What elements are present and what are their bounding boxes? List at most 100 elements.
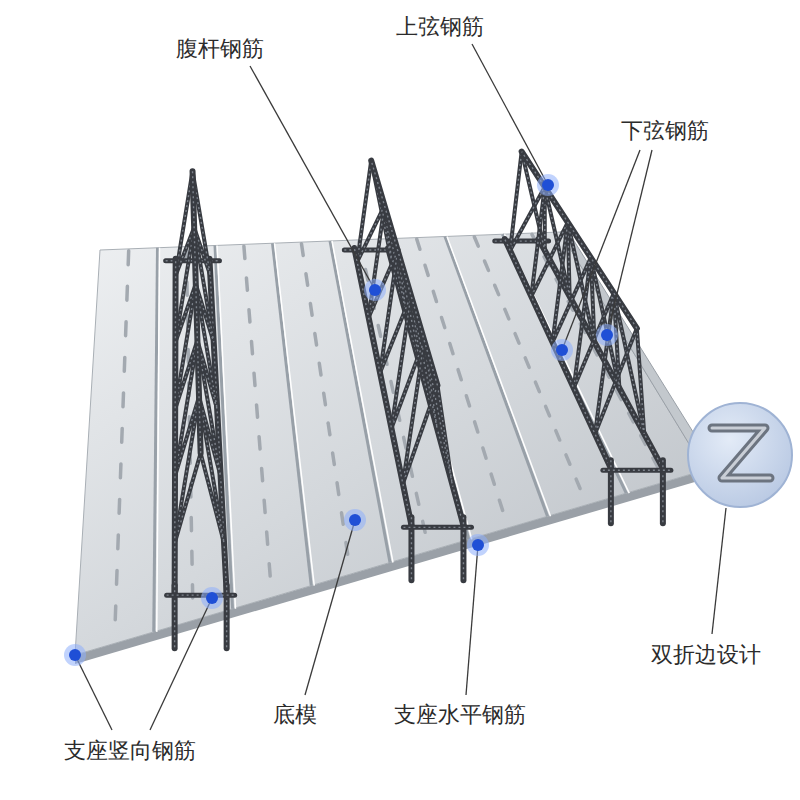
- sheet-emboss: [576, 479, 580, 488]
- sheet-emboss: [242, 246, 246, 258]
- truss: [166, 171, 235, 648]
- sheet-emboss: [328, 423, 330, 435]
- web-bar: [193, 171, 225, 543]
- callout-dot: [542, 179, 554, 191]
- sheet-emboss: [113, 606, 117, 620]
- bottom-chord-bar: [354, 248, 411, 525]
- sheet-rib-highlight: [157, 248, 160, 632]
- callout-dot-halo: [551, 339, 573, 361]
- sheet-emboss: [525, 358, 529, 367]
- truss-group: [166, 152, 671, 649]
- leader-line: [466, 545, 478, 695]
- leader-line: [305, 520, 355, 695]
- sheet-emboss: [267, 564, 271, 576]
- leader-line: [472, 44, 548, 185]
- callout-dot-halo: [537, 174, 559, 196]
- sheet-rib: [273, 243, 312, 585]
- sheet-emboss: [546, 406, 550, 415]
- sheet-emboss: [484, 261, 488, 270]
- sheet-emboss: [566, 455, 570, 464]
- sheet-emboss: [257, 437, 261, 449]
- leader-lines: [75, 44, 726, 730]
- top-chord-bar: [522, 152, 637, 329]
- sheet-emboss: [458, 370, 461, 380]
- part-label: 双折边设计: [651, 642, 761, 668]
- callout-dot: [472, 539, 484, 551]
- top-chord-bar: [371, 161, 437, 386]
- leader-line: [75, 655, 112, 730]
- sheet-rib-highlight: [275, 243, 315, 585]
- sheet-emboss: [416, 493, 418, 504]
- callout-dots: [64, 174, 618, 666]
- part-label: 支座竖向钢筋: [64, 738, 196, 764]
- inset-circle: [688, 403, 792, 507]
- part-label: 下弦钢筋: [621, 118, 709, 144]
- fold-inset: [688, 403, 792, 507]
- callout-dot: [349, 514, 361, 526]
- sheet-emboss: [116, 535, 120, 549]
- sheet-emboss: [442, 317, 445, 327]
- sheet-emboss: [417, 239, 420, 249]
- web-bar: [175, 171, 201, 543]
- sheet-emboss: [265, 532, 269, 544]
- bottom-chord-bar-texture: [354, 248, 411, 525]
- callout-dot: [601, 329, 613, 341]
- callout-dot-halo: [467, 534, 489, 556]
- callout-dot-halo: [596, 324, 618, 346]
- sheet-emboss: [125, 286, 129, 300]
- truss: [344, 161, 471, 581]
- sheet-emboss: [190, 551, 194, 564]
- sheet-emboss: [189, 518, 193, 531]
- callout-dot-halo: [201, 587, 223, 609]
- bottom-chord-bar: [505, 239, 611, 468]
- leader-line: [250, 66, 375, 290]
- sheet-emboss: [450, 344, 453, 354]
- sheet-emboss: [123, 357, 127, 371]
- sheet-emboss: [333, 453, 335, 465]
- sheet-emboss: [260, 468, 264, 480]
- leader-line: [562, 150, 640, 350]
- sheet-emboss: [250, 341, 254, 353]
- sheet-emboss: [337, 483, 339, 495]
- sheet-emboss: [378, 325, 380, 336]
- sheet-emboss: [252, 373, 256, 385]
- web-bar-texture: [175, 171, 201, 543]
- bottom-chord-bar-texture: [175, 259, 176, 593]
- sheet-emboss: [483, 448, 486, 458]
- top-chord-bar-texture: [371, 161, 437, 386]
- sheet-emboss: [315, 333, 317, 345]
- sheet-emboss: [505, 309, 509, 318]
- callout-dot-halo: [364, 279, 386, 301]
- support-horizontal-bar-texture: [167, 594, 235, 595]
- callout-dot-halo: [64, 644, 86, 666]
- sheet-emboss: [126, 251, 130, 265]
- sheet-emboss: [466, 396, 469, 406]
- top-chord-bar-texture: [193, 171, 201, 453]
- support-horizontal-bar-texture: [603, 470, 671, 471]
- bottom-chord-bar: [175, 259, 176, 593]
- sheet-emboss: [433, 291, 436, 301]
- bottom-chord-bar-texture: [505, 239, 611, 468]
- sheet-emboss: [124, 322, 128, 336]
- leader-line: [150, 598, 212, 730]
- sheet-emboss: [245, 278, 249, 290]
- support-horizontal-bar: [603, 468, 671, 473]
- sheet-emboss: [115, 570, 119, 584]
- sheet-rib-highlight: [505, 234, 630, 493]
- sheet-emboss: [475, 422, 478, 432]
- sheet-emboss: [556, 431, 560, 440]
- callout-dot: [69, 649, 81, 661]
- part-label: 上弦钢筋: [396, 14, 484, 40]
- sheet-emboss: [301, 244, 303, 256]
- sheet-emboss: [474, 237, 478, 246]
- sheet-emboss: [491, 474, 494, 484]
- sheet-emboss: [319, 363, 321, 375]
- sheet-emboss: [119, 464, 123, 478]
- truss: [495, 152, 671, 524]
- leader-line: [712, 508, 726, 634]
- sheet-emboss: [306, 274, 308, 286]
- sheet-emboss: [310, 304, 312, 316]
- sheet-emboss: [499, 500, 502, 510]
- sheet-emboss: [121, 393, 125, 407]
